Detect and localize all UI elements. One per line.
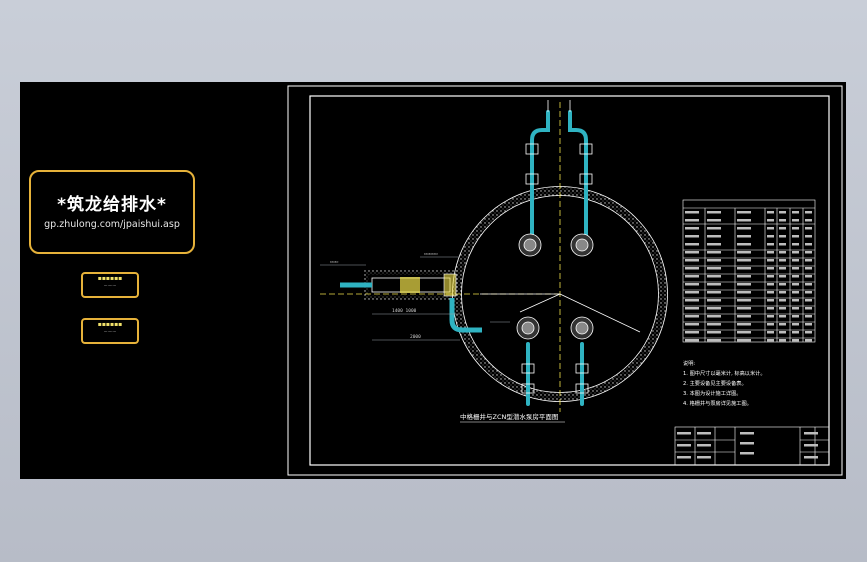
submersible-pumps [516,233,594,340]
dimension-lines [320,256,510,341]
small-stamp-1-title: ▪▪▪▪▪▪ [97,275,123,282]
small-logo-stamp-1: ▪▪▪▪▪▪·········· [81,272,139,298]
equipment-table [682,199,816,343]
divider-walls [480,293,641,333]
dimension-labels: 2000 1400 1000 ▭▭▭ ▭▭▭▭▭ [330,252,438,340]
note-3: 3. 本图为设计施工详图。 [683,389,741,397]
cad-viewport[interactable]: *筑龙给排水* gp.zhulong.com/jpaishui.asp ▪▪▪▪… [20,82,846,479]
sheet-outer-frame [287,85,843,476]
note-2: 2. 主要设备见主要设备表。 [683,379,747,387]
notes-block: 说明: 1. 图中尺寸以毫米计, 标高以米计。 2. 主要设备见主要设备表。 3… [683,359,766,407]
watermark-url: gp.zhulong.com/jpaishui.asp [44,219,180,230]
small-logo-stamp-2: ▪▪▪▪▪▪·········· [81,318,139,344]
svg-text:▭▭▭: ▭▭▭ [330,260,338,265]
svg-text:▭▭▭▭▭: ▭▭▭▭▭ [424,252,438,257]
pump-station-drawing: 2000 1400 1000 ▭▭▭ ▭▭▭▭▭ 中格栅井与ZCN型潜水泵房平面… [287,85,843,476]
zhulong-watermark-stamp: *筑龙给排水* gp.zhulong.com/jpaishui.asp [29,170,195,254]
watermark-title: *筑龙给排水* [57,195,167,215]
discharge-pipes-bottom [526,342,584,406]
small-stamp-2-title: ▪▪▪▪▪▪ [97,321,123,328]
note-4: 4. 格栅井与泵房详见施工图。 [683,399,752,407]
inlet-screen-chamber [340,269,482,333]
sheet-inner-frame [309,95,830,466]
svg-text:1400 1000: 1400 1000 [392,308,417,314]
note-1: 1. 图中尺寸以毫米计, 标高以米计。 [683,369,766,377]
drawing-caption: 中格栅井与ZCN型潜水泵房平面图 [460,412,558,421]
notes-heading: 说明: [683,359,695,367]
svg-text:2000: 2000 [410,334,421,340]
discharge-pipes-top [530,110,588,244]
